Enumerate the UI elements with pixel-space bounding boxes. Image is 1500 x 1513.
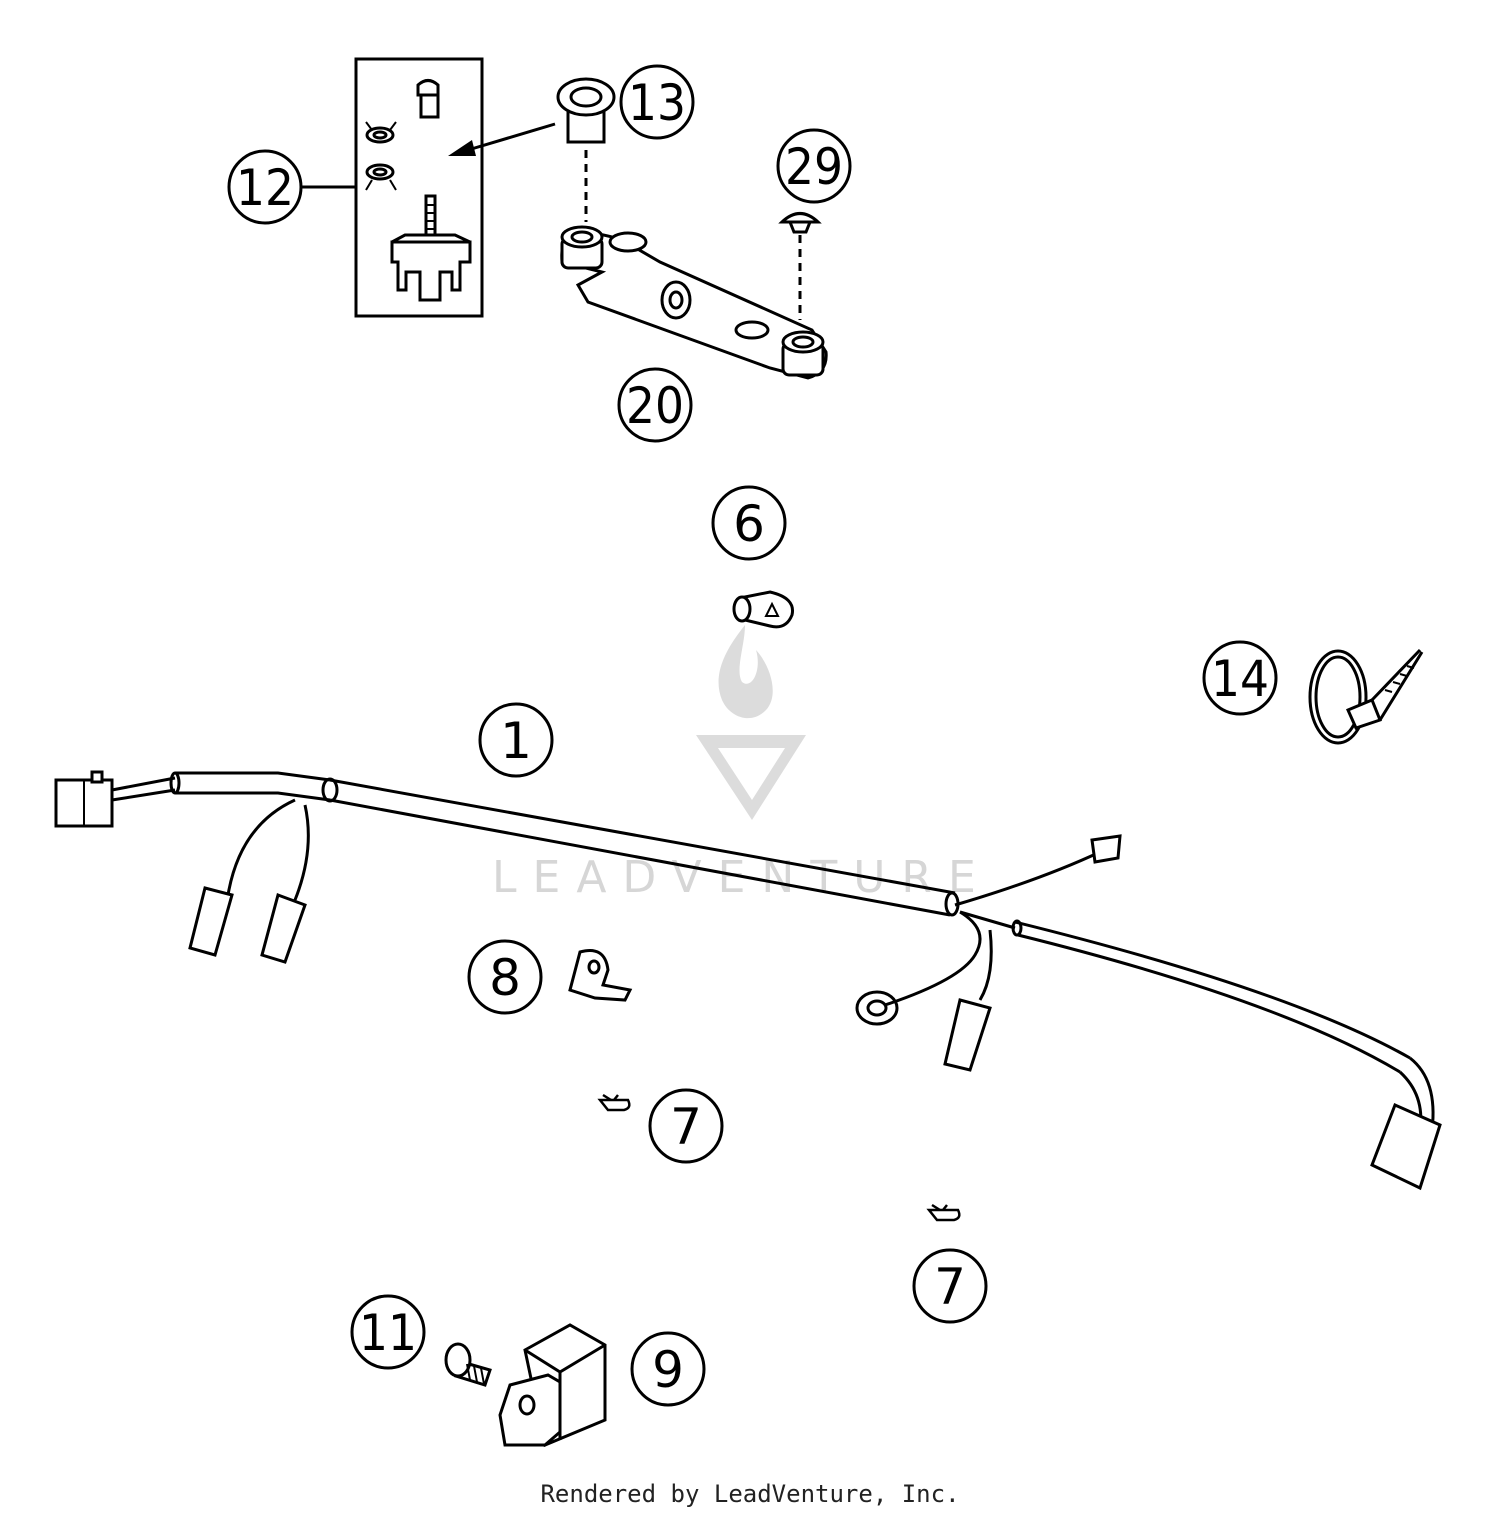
callout-7a: 7 xyxy=(648,1088,724,1164)
part-7-clip-b xyxy=(926,1203,961,1222)
part-11-bolt xyxy=(444,1342,492,1387)
callout-9-label: 9 xyxy=(652,1341,684,1399)
part-1-wiring-harness xyxy=(54,770,1442,1191)
callout-11-label: 11 xyxy=(359,1304,417,1362)
callout-7a-label: 7 xyxy=(670,1098,702,1156)
footer-credit: Rendered by LeadVenture, Inc. xyxy=(540,1480,959,1508)
callout-9: 9 xyxy=(630,1331,706,1407)
callouts: 1 6 7 7 8 9 11 12 xyxy=(227,64,1278,1407)
part-9-relay xyxy=(498,1323,607,1448)
callout-6-label: 6 xyxy=(733,495,765,553)
callout-20-label: 20 xyxy=(626,377,684,435)
callout-13: 13 xyxy=(619,64,695,140)
part-14-cable-tie xyxy=(1308,648,1424,745)
callout-12: 12 xyxy=(227,149,356,225)
part-29-plug xyxy=(778,212,822,320)
part-6-grommet xyxy=(732,590,795,629)
callout-1-label: 1 xyxy=(500,712,532,770)
assembly-arrow xyxy=(448,122,556,156)
callout-1: 1 xyxy=(478,702,554,778)
callout-7b: 7 xyxy=(912,1248,988,1324)
callout-7b-label: 7 xyxy=(934,1258,966,1316)
part-12-assembly xyxy=(354,57,484,318)
callout-20: 20 xyxy=(617,367,693,443)
part-8-bracket xyxy=(568,949,633,1002)
callout-13-label: 13 xyxy=(628,74,686,132)
callout-8-label: 8 xyxy=(489,949,521,1007)
callout-14: 14 xyxy=(1202,640,1278,716)
watermark: LEADVENTURE xyxy=(492,625,992,903)
callout-8: 8 xyxy=(467,939,543,1015)
callout-11: 11 xyxy=(350,1294,426,1370)
part-7-clip-a xyxy=(597,1093,631,1112)
part-20-plate xyxy=(560,225,828,380)
flame-v-logo-icon xyxy=(696,625,806,820)
part-13-bushing xyxy=(556,77,616,222)
callout-14-label: 14 xyxy=(1211,650,1269,708)
watermark-text: LEADVENTURE xyxy=(492,852,992,903)
callout-29-label: 29 xyxy=(785,138,843,196)
callout-12-label: 12 xyxy=(236,159,294,217)
callout-29: 29 xyxy=(776,128,852,204)
callout-6: 6 xyxy=(711,485,787,561)
